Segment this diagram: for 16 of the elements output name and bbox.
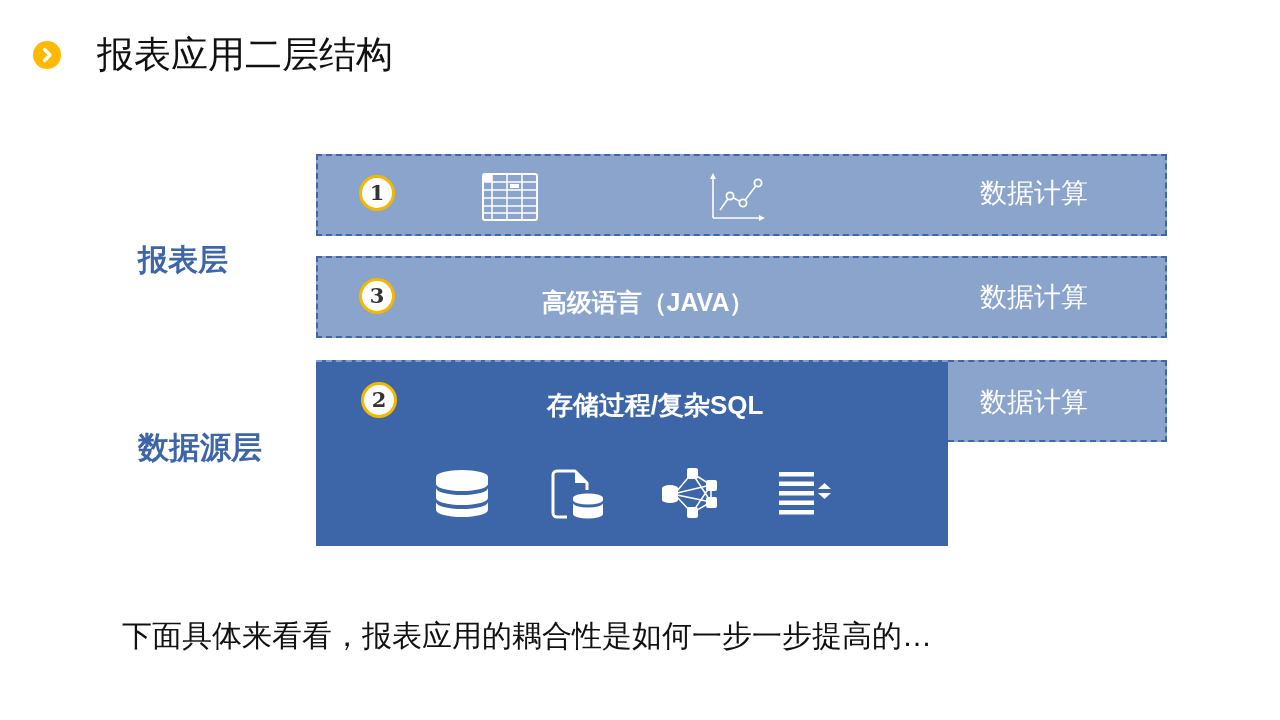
dashed-band bbox=[316, 256, 1167, 338]
band-label: 数据计算 bbox=[980, 176, 1088, 210]
number-badge: 1 bbox=[359, 175, 395, 211]
dashed-band bbox=[316, 154, 1167, 236]
title: 报表应用二层结构 bbox=[97, 32, 393, 77]
band-label: 高级语言（JAVA） bbox=[541, 287, 755, 317]
number-badge: 3 bbox=[359, 278, 395, 314]
band-label: 数据计算 bbox=[980, 385, 1088, 419]
caption: 下面具体来看看，报表应用的耦合性是如何一步一步提高的… bbox=[122, 618, 932, 654]
layer-label: 数据源层 bbox=[138, 429, 262, 467]
panel-label: 存储过程/复杂SQL bbox=[546, 390, 764, 422]
layer-label: 报表层 bbox=[138, 242, 228, 278]
filled-panel bbox=[316, 360, 948, 546]
number-badge: 2 bbox=[361, 382, 397, 418]
band-label: 数据计算 bbox=[980, 280, 1088, 314]
dashed-band bbox=[948, 360, 1167, 442]
